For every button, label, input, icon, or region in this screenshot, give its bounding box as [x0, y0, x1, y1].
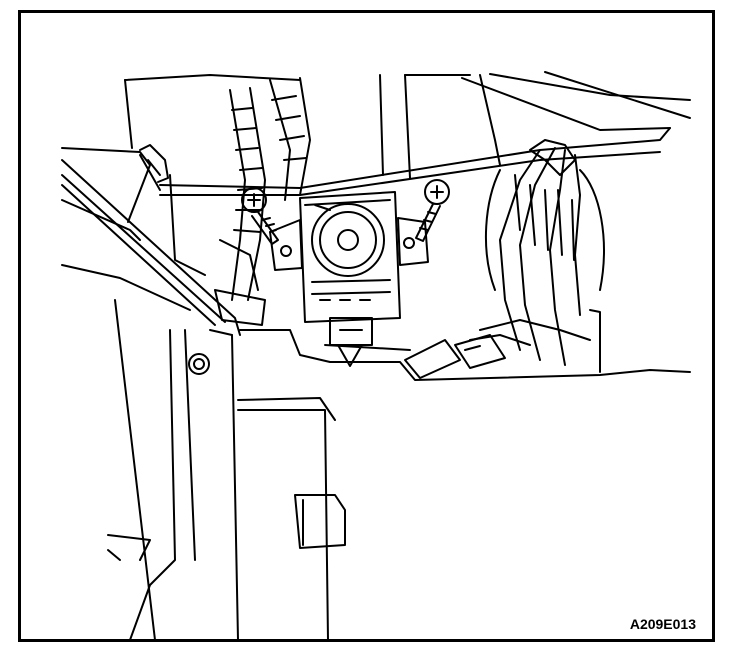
- control-module: [299, 191, 401, 367]
- harness-connectors: [404, 334, 506, 379]
- module-brackets: [269, 217, 429, 271]
- dash-panel-outline: [61, 71, 691, 311]
- wiring-harness-left: [214, 77, 311, 326]
- wiring-harness-right: [469, 74, 605, 366]
- instrument-panel-shelf: [239, 309, 691, 381]
- figure-frame: [18, 10, 715, 642]
- pillar-trim: [61, 159, 241, 641]
- pillar-clip: [139, 144, 169, 183]
- figure-reference-code: A209E013: [629, 616, 696, 632]
- screw-right: [415, 179, 450, 242]
- lower-trim-panel: [107, 397, 346, 641]
